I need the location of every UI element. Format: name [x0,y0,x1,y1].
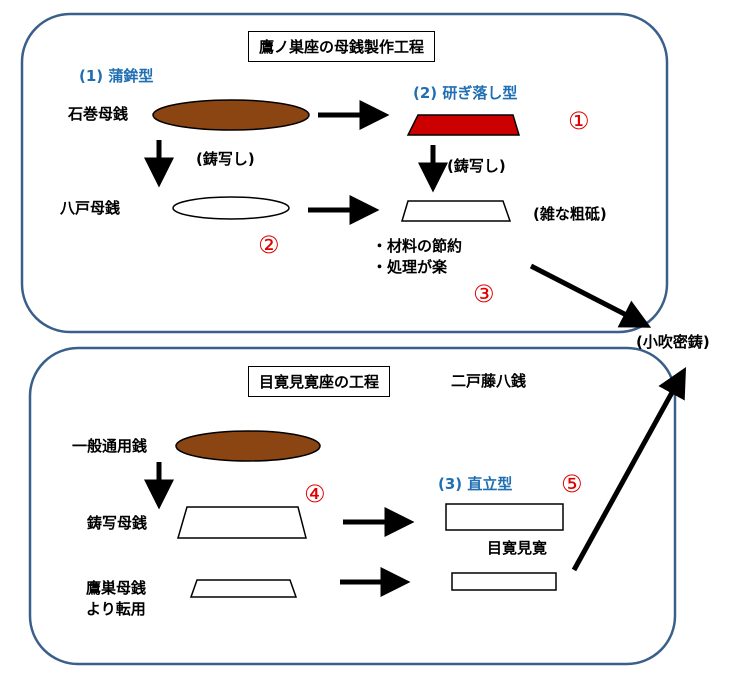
marker-5: ⑤ [561,470,583,498]
trapezoid-casting-mother [177,506,307,539]
brown-coin-shape-bottom [175,430,321,462]
benefit-2: ・処理が楽 [372,258,448,276]
type1-label: (1) 蒲鉾型 [79,67,154,85]
ishinomaki-label: 石巻母銭 [68,105,129,123]
top-panel-title: 鷹ノ巣座の母銭製作工程 [248,31,436,62]
casting-label-right: (鋳写し) [447,157,506,175]
bottom-panel-subtitle: 二戸藤八銭 [451,372,527,390]
rough-finish-label: (雑な粗砥) [533,205,607,223]
brown-coin-shape-top [152,99,310,131]
type2-label: (2) 研ぎ落し型 [413,84,518,102]
takanosu-label-line2: より転用 [86,600,146,618]
casting-mother-label: 鋳写母銭 [87,514,148,532]
red-trapezoid-shape [406,114,521,136]
destination-label: (小吹密鋳) [636,333,710,351]
marker-3: ③ [473,280,495,308]
general-coin-label: 一般通用銭 [72,437,148,455]
takanosu-label-line1: 鷹巣母銭 [86,579,147,597]
mekan-label: 目寛見寛 [487,539,548,557]
marker-1: ① [568,107,590,135]
arrow-bottom-to-destination [571,367,687,572]
white-coin-shape [172,196,290,220]
hachinohe-label: 八戸母銭 [60,199,121,217]
benefit-1: ・材料の節約 [372,237,463,255]
rect-upright-mold [445,503,564,531]
rect-upright-small [451,572,557,591]
bottom-panel-title: 目寛見寛座の工程 [248,366,391,397]
arrow-top-to-destination [529,263,652,328]
marker-2: ② [258,231,280,259]
top-panel [20,12,669,334]
type3-label: (3) 直立型 [438,475,513,493]
white-trapezoid-shape-top [400,200,512,222]
trapezoid-takanosu [189,579,298,598]
casting-label-left: (鋳写し) [196,150,255,168]
marker-4: ④ [304,480,326,508]
